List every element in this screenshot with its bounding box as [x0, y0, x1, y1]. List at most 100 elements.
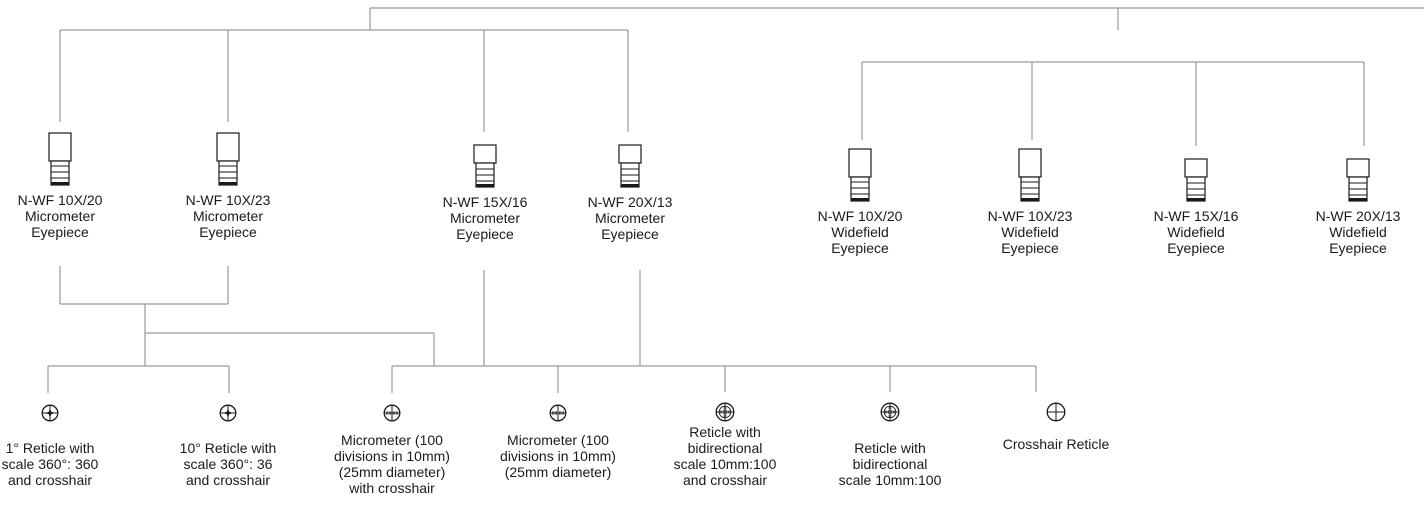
reticle-label-line: and crosshair: [682, 472, 768, 488]
eyepiece-cap: [48, 132, 72, 162]
reticle-label: Reticle with bidirectional scale 10mm:10…: [839, 440, 942, 488]
eyepiece-type: Widefield: [1167, 224, 1225, 240]
micrometer-reticle-icon: [549, 404, 567, 422]
eyepiece-node: N-WF 20X/13 Micrometer Eyepiece: [580, 144, 680, 242]
eyepiece-model: N-WF 20X/13: [587, 194, 673, 210]
reticle-node: 10° Reticle with scale 360°: 36 and cros…: [168, 404, 288, 488]
reticle-label: Crosshair Reticle: [1003, 436, 1110, 452]
eyepiece-type: Widefield: [1329, 224, 1387, 240]
reticle-label-line: bidirectional: [852, 456, 928, 472]
eyepiece-node: N-WF 10X/20 Widefield Eyepiece: [810, 148, 910, 256]
eyepiece-category: Eyepiece: [1329, 240, 1387, 256]
reticle-label-line: Micrometer (100: [341, 432, 443, 448]
eyepiece-short-icon: [1184, 158, 1208, 202]
eyepiece-label: N-WF 15X/16 Micrometer Eyepiece: [443, 194, 528, 242]
eyepiece-base: [1187, 198, 1205, 201]
bidirectional-crosshair-reticle-icon: [715, 402, 735, 422]
reticle-label-line: scale 360°: 360: [1, 456, 99, 472]
eyepiece-label: N-WF 20X/13 Micrometer Eyepiece: [588, 194, 673, 242]
eyepiece-base: [1349, 198, 1367, 201]
eyepiece-node: N-WF 15X/16 Widefield Eyepiece: [1146, 158, 1246, 256]
eyepiece-model: N-WF 20X/13: [1315, 208, 1401, 224]
eyepiece-label: N-WF 20X/13 Widefield Eyepiece: [1316, 208, 1401, 256]
eyepiece-cap: [1346, 158, 1370, 178]
reticle-label-line: divisions in 10mm): [500, 448, 616, 464]
eyepiece-label: N-WF 10X/23 Widefield Eyepiece: [988, 208, 1073, 256]
eyepiece-short-icon: [473, 144, 497, 188]
reticle-label: Micrometer (100 divisions in 10mm) (25mm…: [334, 432, 450, 496]
reticle-label-line: (25mm diameter): [504, 464, 612, 480]
eyepiece-type: Micrometer: [192, 208, 263, 224]
eyepiece-model: N-WF 15X/16: [442, 194, 528, 210]
reticle-label-line: scale 10mm:100: [838, 472, 942, 488]
eyepiece-label: N-WF 15X/16 Widefield Eyepiece: [1154, 208, 1239, 256]
eyepiece-barrel: [850, 176, 870, 202]
reticle-star: [223, 408, 233, 418]
reticle-label-line: and crosshair: [7, 472, 93, 488]
reticle-node: Micrometer (100 divisions in 10mm) (25mm…: [322, 404, 462, 496]
reticle-label: Micrometer (100 divisions in 10mm) (25mm…: [500, 432, 616, 480]
eyepiece-cap: [618, 144, 642, 164]
eyepiece-barrel: [218, 160, 238, 186]
reticle-label-line: with crosshair: [349, 480, 435, 496]
eyepiece-category: Eyepiece: [601, 226, 659, 242]
reticle-label-line: 1° Reticle with: [5, 440, 95, 456]
eyepiece-category: Eyepiece: [1001, 240, 1059, 256]
reticle-node: Micrometer (100 divisions in 10mm) (25mm…: [488, 404, 628, 480]
eyepiece-node: N-WF 15X/16 Micrometer Eyepiece: [435, 144, 535, 242]
eyepiece-barrel: [1020, 176, 1040, 202]
eyepiece-cap: [1018, 148, 1042, 178]
reticle-label-line: and crosshair: [185, 472, 271, 488]
eyepiece-cap: [216, 132, 240, 162]
eyepiece-base: [621, 184, 639, 187]
reticle-label-line: scale 360°: 36: [183, 456, 273, 472]
eyepiece-base: [1021, 198, 1039, 201]
eyepiece-model: N-WF 15X/16: [1153, 208, 1239, 224]
eyepiece-tall-icon: [1018, 148, 1042, 202]
reticle-label: Reticle with bidirectional scale 10mm:10…: [674, 424, 777, 488]
eyepiece-type: Micrometer: [449, 210, 520, 226]
eyepiece-barrel: [50, 160, 70, 186]
reticle-node: Reticle with bidirectional scale 10mm:10…: [820, 402, 960, 488]
eyepiece-node: N-WF 20X/13 Widefield Eyepiece: [1310, 158, 1406, 256]
eyepiece-base: [219, 182, 237, 185]
reticle-label-line: Micrometer (100: [507, 432, 609, 448]
eyepiece-category: Eyepiece: [199, 224, 257, 240]
eyepiece-tall-icon: [848, 148, 872, 202]
eyepiece-label: N-WF 10X/20 Micrometer Eyepiece: [18, 192, 103, 240]
crosshair-reticle-icon: [1046, 402, 1066, 422]
eyepiece-node: N-WF 10X/23 Widefield Eyepiece: [980, 148, 1080, 256]
reticle-node: 1° Reticle with scale 360°: 360 and cros…: [0, 404, 110, 488]
reticle-inner-circle: [718, 405, 732, 419]
reticle-label: 1° Reticle with scale 360°: 360 and cros…: [2, 440, 99, 488]
reticle-label: 10° Reticle with scale 360°: 36 and cros…: [180, 440, 277, 488]
eyepiece-type: Widefield: [831, 224, 889, 240]
reticle-star: [45, 408, 55, 418]
eyepiece-cap: [473, 144, 497, 164]
eyepiece-category: Eyepiece: [1167, 240, 1225, 256]
eyepiece-model: N-WF 10X/20: [17, 192, 103, 208]
eyepiece-base: [51, 182, 69, 185]
eyepiece-type: Widefield: [1001, 224, 1059, 240]
reticle-label-line: scale 10mm:100: [673, 456, 777, 472]
eyepiece-model: N-WF 10X/23: [185, 192, 271, 208]
eyepiece-label: N-WF 10X/20 Widefield Eyepiece: [818, 208, 903, 256]
reticle-label-line: Reticle with: [854, 440, 926, 456]
eyepiece-model: N-WF 10X/20: [817, 208, 903, 224]
eyepiece-category: Eyepiece: [456, 226, 514, 242]
reticle-label-line: 10° Reticle with: [179, 440, 277, 456]
eyepiece-label: N-WF 10X/23 Micrometer Eyepiece: [186, 192, 271, 240]
eyepiece-tall-icon: [216, 132, 240, 186]
reticle-label-line: Crosshair Reticle: [1002, 436, 1110, 452]
eyepiece-cap: [1184, 158, 1208, 178]
eyepiece-category: Eyepiece: [31, 224, 89, 240]
eyepiece-short-icon: [618, 144, 642, 188]
eyepiece-node: N-WF 10X/20 Micrometer Eyepiece: [18, 132, 103, 240]
reticle-node: Crosshair Reticle: [986, 402, 1126, 452]
eyepiece-category: Eyepiece: [831, 240, 889, 256]
eyepiece-node: N-WF 10X/23 Micrometer Eyepiece: [180, 132, 276, 240]
eyepiece-cap: [848, 148, 872, 178]
eyepiece-base: [851, 198, 869, 201]
